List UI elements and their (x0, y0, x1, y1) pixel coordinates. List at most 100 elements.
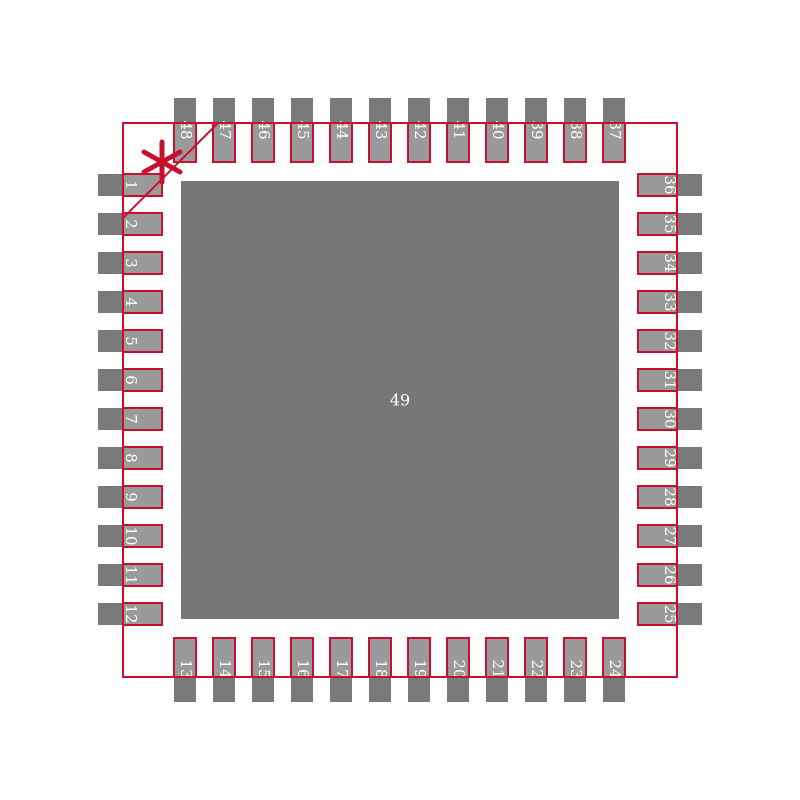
pin-pad-17: 17 (329, 637, 353, 702)
pin-number: 34 (661, 253, 679, 272)
pin-pad-4: 4 (98, 290, 163, 314)
pin-pad-34: 34 (637, 251, 702, 275)
pin-number: 28 (661, 487, 679, 506)
pin-number: 27 (661, 526, 679, 545)
pin-pad-47: 47 (212, 98, 236, 163)
pin-number: 41 (450, 120, 468, 139)
pin-number: 46 (255, 120, 273, 139)
pin-pad-44: 44 (329, 98, 353, 163)
pin-number: 3 (122, 258, 140, 268)
thermal-pad-label: 49 (390, 391, 410, 410)
pin-number: 21 (489, 659, 507, 678)
pin-number: 39 (528, 120, 546, 139)
pin-pad-16: 16 (290, 637, 314, 702)
pin1-chamfer-line (122, 122, 219, 219)
pin-number: 16 (294, 659, 312, 678)
pin-pad-29: 29 (637, 446, 702, 470)
pin-number: 5 (122, 336, 140, 346)
pin-pad-35: 35 (637, 212, 702, 236)
pin-number: 48 (177, 120, 195, 139)
pin-pad-3: 3 (98, 251, 163, 275)
pin-pad-25: 25 (637, 602, 702, 626)
pin-number: 40 (489, 120, 507, 139)
pin-pad-12: 12 (98, 602, 163, 626)
pin-number: 26 (661, 565, 679, 584)
pin-pad-9: 9 (98, 485, 163, 509)
pin-pad-22: 22 (524, 637, 548, 702)
pin-number: 7 (122, 414, 140, 424)
pin-number: 43 (372, 120, 390, 139)
pin-number: 38 (567, 120, 585, 139)
pin-pad-15: 15 (251, 637, 275, 702)
pin-pad-10: 10 (98, 524, 163, 548)
pin-number: 47 (216, 120, 234, 139)
pin-pad-14: 14 (212, 637, 236, 702)
asterisk-icon (141, 139, 183, 185)
pin-pad-30: 30 (637, 407, 702, 431)
pin-pad-31: 31 (637, 368, 702, 392)
pin-number: 22 (528, 659, 546, 678)
pin-number: 9 (122, 492, 140, 502)
pin-number: 6 (122, 375, 140, 385)
pin-pad-37: 37 (602, 98, 626, 163)
pin-pad-20: 20 (446, 637, 470, 702)
pin-number: 44 (333, 120, 351, 139)
pin-number: 32 (661, 331, 679, 350)
pin-number: 19 (411, 659, 429, 678)
pin-pad-23: 23 (563, 637, 587, 702)
pin-number: 36 (661, 175, 679, 194)
pin-pad-41: 41 (446, 98, 470, 163)
pin-number: 35 (661, 214, 679, 233)
pin-number: 4 (122, 297, 140, 307)
pin-number: 37 (606, 120, 624, 139)
pin-pad-1: 1 (98, 173, 163, 197)
pin-pad-46: 46 (251, 98, 275, 163)
pin-number: 17 (333, 659, 351, 678)
pin-pad-32: 32 (637, 329, 702, 353)
pin-number: 11 (122, 565, 140, 584)
pin-pad-7: 7 (98, 407, 163, 431)
pin-pad-26: 26 (637, 563, 702, 587)
pin-pad-27: 27 (637, 524, 702, 548)
pin-number: 29 (661, 448, 679, 467)
pin-pad-33: 33 (637, 290, 702, 314)
pin-number: 33 (661, 292, 679, 311)
pin-number: 45 (294, 120, 312, 139)
pin-number: 10 (122, 526, 140, 545)
pin-number: 2 (122, 219, 140, 229)
pin-number: 1 (122, 180, 140, 190)
pin-pad-28: 28 (637, 485, 702, 509)
pin-number: 13 (177, 659, 195, 678)
pin-pad-18: 18 (368, 637, 392, 702)
pin-number: 14 (216, 659, 234, 678)
pin-pad-8: 8 (98, 446, 163, 470)
pin-pad-13: 13 (173, 637, 197, 702)
pin-number: 20 (450, 659, 468, 678)
pin-pad-21: 21 (485, 637, 509, 702)
pin-pad-19: 19 (407, 637, 431, 702)
pin-pad-36: 36 (637, 173, 702, 197)
pin-number: 12 (122, 604, 140, 623)
pin-pad-45: 45 (290, 98, 314, 163)
pin-number: 25 (661, 604, 679, 623)
pin-number: 31 (661, 370, 679, 389)
pin-number: 24 (606, 659, 624, 678)
body-outline (122, 122, 678, 678)
pin-pad-39: 39 (524, 98, 548, 163)
thermal-pad (181, 181, 619, 619)
pin-pad-43: 43 (368, 98, 392, 163)
pin-pad-5: 5 (98, 329, 163, 353)
pin-number: 42 (411, 120, 429, 139)
pin-number: 23 (567, 659, 585, 678)
pin-pad-38: 38 (563, 98, 587, 163)
pin-number: 18 (372, 659, 390, 678)
pin-number: 30 (661, 409, 679, 428)
pin-pad-11: 11 (98, 563, 163, 587)
pin-pad-24: 24 (602, 637, 626, 702)
pin-number: 8 (122, 453, 140, 463)
pin-pad-2: 2 (98, 212, 163, 236)
pin-pad-42: 42 (407, 98, 431, 163)
pin-number: 15 (255, 659, 273, 678)
